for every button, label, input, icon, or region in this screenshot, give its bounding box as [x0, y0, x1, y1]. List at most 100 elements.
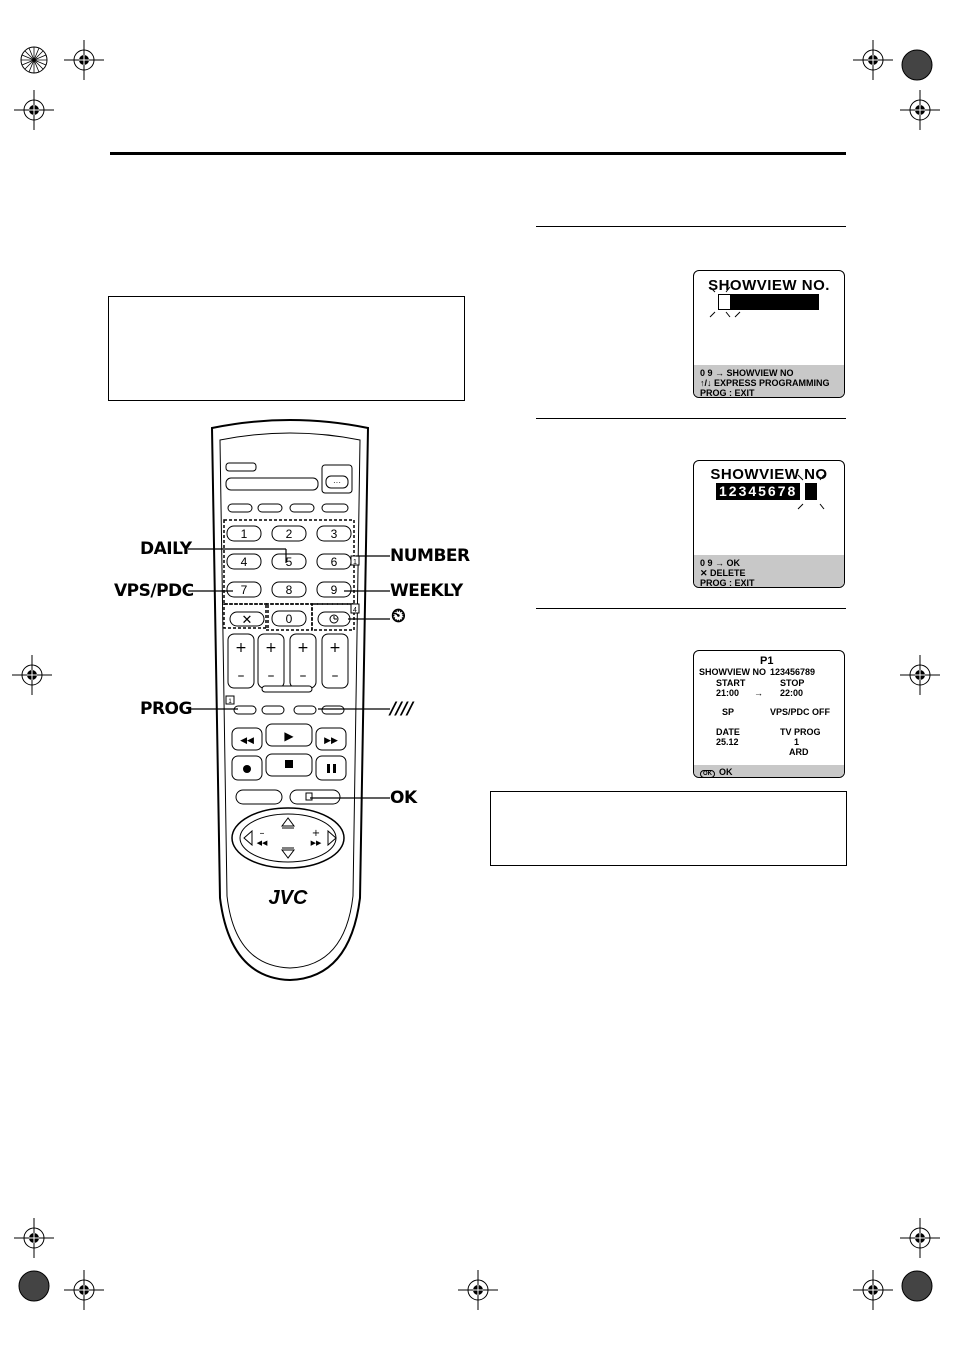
stop-label: STOP — [780, 678, 805, 688]
registration-mark — [901, 1270, 933, 1302]
header-rule — [110, 152, 846, 155]
input-field — [731, 294, 819, 310]
svg-text:–: – — [238, 668, 245, 684]
step-divider — [536, 608, 846, 609]
key-label: 8 — [286, 583, 293, 597]
svg-text:–: – — [300, 668, 307, 684]
svg-text:+: + — [235, 640, 247, 656]
registration-mark — [14, 1218, 54, 1258]
key-7[interactable] — [226, 581, 262, 598]
timer-clock-icon: ⏲ — [391, 605, 406, 627]
footer-line: ✕ DELETE — [700, 568, 746, 578]
key-3[interactable] — [316, 525, 352, 542]
osd-footer: 0 9 → SHOWVIEW NO ↑/↓ EXPRESS PROGRAMMIN… — [694, 365, 844, 397]
label-ok: OK — [390, 788, 417, 808]
brand-logo: JVC — [269, 887, 308, 909]
key-2[interactable] — [271, 525, 307, 542]
svg-text:+: + — [297, 640, 309, 656]
note-box — [490, 791, 847, 866]
registration-mark — [12, 655, 52, 695]
osd-screen-program-confirm: P1 SHOWVIEW NO 123456789 START STOP 21:0… — [693, 650, 845, 778]
registration-mark — [901, 49, 933, 81]
info-box — [108, 296, 465, 401]
svg-text:▶: ▶ — [284, 729, 294, 743]
key-label: 7 — [241, 583, 248, 597]
label-prog: PROG — [140, 699, 192, 719]
station-name: ARD — [789, 747, 809, 757]
svg-text:–: – — [332, 668, 339, 684]
step-divider — [536, 418, 846, 419]
step-divider — [536, 226, 846, 227]
registration-mark — [853, 1270, 893, 1310]
key-label: 1 — [241, 527, 248, 541]
label-number: NUMBER — [390, 546, 470, 566]
vps-status: VPS/PDC OFF — [770, 707, 831, 717]
showview-label: SHOWVIEW NO — [699, 667, 766, 677]
key-1[interactable] — [226, 525, 262, 542]
start-label: START — [716, 678, 746, 688]
label-slashes-icon: //// — [390, 699, 413, 719]
showview-value: 123456789 — [770, 667, 816, 677]
tv-prog-value: 1 — [794, 737, 800, 747]
key-5[interactable] — [271, 553, 307, 570]
key-0[interactable] — [271, 610, 307, 627]
svg-text:–: – — [260, 828, 265, 839]
osd-title: SHOWVIEW NO. — [708, 277, 830, 294]
registration-mark — [900, 90, 940, 130]
osd-title: SHOWVIEW NO — [710, 466, 828, 483]
svg-text:+: + — [312, 828, 320, 839]
svg-text:+: + — [265, 640, 277, 656]
svg-text:4: 4 — [353, 607, 357, 614]
registration-mark — [900, 1218, 940, 1258]
key-label: 3 — [331, 527, 338, 541]
tape-speed: SP — [722, 707, 735, 717]
key-label: 5 — [286, 555, 293, 569]
registration-mark — [853, 40, 893, 80]
svg-text:▶▶: ▶▶ — [324, 736, 338, 746]
label-daily: DAILY — [140, 539, 192, 559]
osd-footer: 0 9 → OK ✕ DELETE PROG : EXIT — [694, 555, 844, 587]
svg-text:◀◀: ◀◀ — [240, 736, 254, 746]
footer-line: 0 9 → OK — [700, 558, 741, 568]
blink-icon — [797, 474, 825, 510]
date-label: DATE — [716, 727, 740, 737]
registration-mark — [64, 40, 104, 80]
svg-text:1: 1 — [228, 699, 232, 705]
key-label: 4 — [241, 555, 248, 569]
key-label: 6 — [331, 555, 338, 569]
blink-icon — [709, 286, 741, 318]
date-value: 25.12 — [716, 737, 739, 747]
footer-line: PROG : EXIT — [700, 388, 755, 398]
ok-label: OK — [719, 767, 733, 777]
svg-text:+: + — [329, 640, 341, 656]
svg-text:◀◀: ◀◀ — [257, 839, 268, 847]
svg-text:1: 1 — [353, 559, 357, 566]
registration-mark — [20, 46, 48, 74]
footer-line: PROG : EXIT — [700, 578, 755, 588]
osd-footer: OK OK — [694, 765, 844, 777]
svg-text:···: ··· — [333, 478, 341, 487]
key-9[interactable] — [316, 581, 352, 598]
label-vps-pdc: VPS/PDC — [114, 581, 194, 601]
program-number: P1 — [760, 655, 774, 667]
key-8[interactable] — [271, 581, 307, 598]
input-cursor — [805, 483, 817, 500]
digits-field: 12345678 — [716, 483, 801, 500]
osd-screen-showview-entry: SHOWVIEW NO. 0 9 → SHOWVIEW NO ↑/↓ EXPRE… — [693, 270, 845, 398]
ok-icon: OK — [700, 770, 715, 777]
tv-prog-label: TV PROG — [780, 727, 821, 737]
input-cursor — [718, 294, 731, 310]
start-time: 21:00 — [716, 688, 740, 698]
key-label: 9 — [331, 583, 338, 597]
plus-minus-keys[interactable]: +– +– +– +– — [227, 633, 349, 689]
time-arrow: → — [754, 688, 763, 698]
svg-text:✕: ✕ — [242, 613, 253, 628]
footer-line: 0 9 → SHOWVIEW NO — [700, 368, 794, 378]
registration-mark — [900, 655, 940, 695]
key-4[interactable] — [226, 553, 262, 570]
osd-screen-showview-digits: SHOWVIEW NO 12345678 0 9 → OK ✕ DELETE P… — [693, 460, 845, 588]
stop-time: 22:00 — [780, 688, 804, 698]
